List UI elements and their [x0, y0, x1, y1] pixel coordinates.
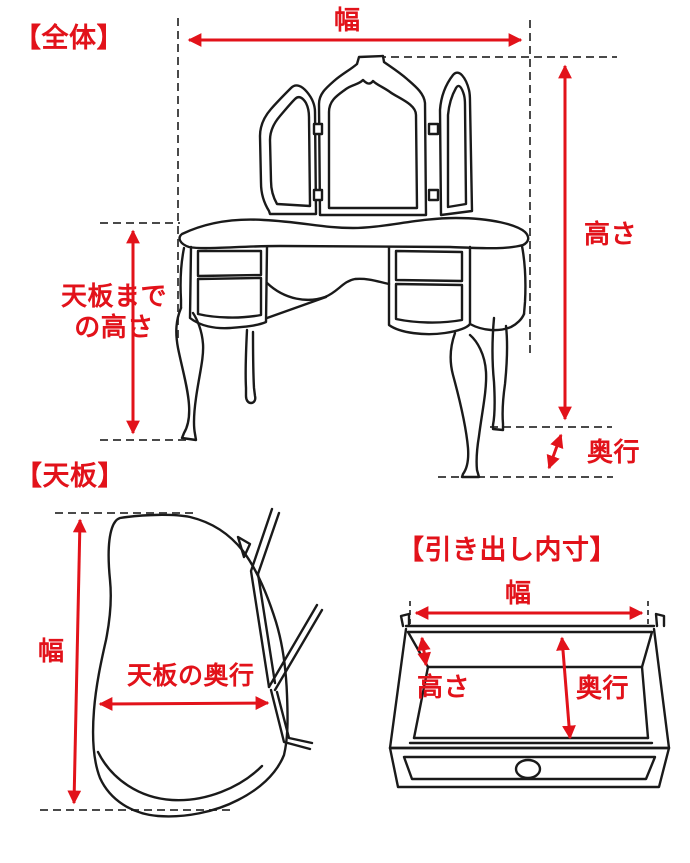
overall-width-label: 幅	[334, 5, 361, 35]
drawer-section-title: 【引き出し内寸】	[397, 535, 617, 565]
overall-tabletop-height-label-line2: の高さ	[74, 311, 154, 342]
folded-mirror-wing-lower	[267, 603, 324, 692]
overall-arrows	[126, 33, 572, 470]
overall-section-title: 【全体】	[14, 23, 124, 53]
kneehole-edge	[265, 295, 328, 320]
tabletop-arrows	[67, 518, 270, 805]
dresser-line-drawing	[175, 54, 530, 479]
drawer-diagram	[388, 601, 671, 789]
mirror-left-panel	[258, 84, 318, 216]
mirror-right-panel-inner	[446, 84, 468, 209]
right-drawer-bottom	[394, 282, 464, 324]
tabletop-section-title: 【天板】	[15, 461, 125, 491]
overall-diagram	[100, 18, 617, 479]
overall-height-label: 高さ	[584, 219, 638, 249]
tabletop-diagram	[40, 507, 324, 818]
left-drawer-bottom	[196, 276, 263, 319]
right-drawer-top	[394, 249, 464, 283]
drawer-arrows	[414, 606, 644, 740]
mirror-right-panel	[438, 71, 474, 217]
left-back-leg	[244, 328, 257, 405]
folded-mirror-wing-upper	[249, 507, 281, 689]
tabletop-depth-label: 天板の奥行	[127, 662, 255, 690]
drawer-height-label: 高さ	[417, 672, 471, 702]
desk-right-apron	[468, 312, 526, 332]
right-front-leg	[449, 331, 488, 479]
drawer-line-drawing	[388, 612, 671, 789]
tabletop-width-arrow	[67, 518, 87, 805]
overall-tabletop-height-label: 天板まで の高さ	[58, 281, 170, 342]
right-back-leg	[491, 316, 509, 432]
mirror-hinge-icon	[312, 188, 324, 202]
left-front-leg	[175, 306, 205, 442]
mirror-center-panel-inner	[327, 78, 419, 210]
drawer-height-arrow	[416, 636, 432, 667]
desk-body	[175, 216, 530, 479]
mirror-attach-wedge	[236, 535, 252, 559]
drawer-back-rim	[404, 624, 656, 634]
tabletop-depth-arrow	[98, 696, 270, 711]
mirror-left-panel-inner	[268, 95, 312, 208]
drawer-width-label: 幅	[505, 578, 532, 608]
drawer-front-face	[388, 746, 671, 789]
tabletop-edge-lip	[96, 750, 264, 802]
mirror-hinge-icon	[427, 188, 440, 202]
right-drawer-bank	[387, 245, 472, 336]
folded-mirror-wing-tail	[269, 688, 314, 751]
drawer-knob-icon	[514, 758, 542, 780]
desk-apron	[265, 277, 391, 302]
drawer-corner-tab-right	[654, 612, 666, 628]
mirror-hinge-icon	[427, 122, 440, 136]
desk-right-side-edge	[520, 244, 527, 316]
left-drawer-top	[196, 249, 263, 278]
overall-depth-label: 奥行	[587, 437, 641, 467]
mirror-hinge-icon	[312, 122, 324, 136]
overall-tabletop-height-label-line1: 天板まで	[60, 281, 167, 311]
mirror-trifold	[258, 54, 474, 217]
drawer-corner-tab-left	[399, 612, 411, 628]
overall-depth-arrow	[546, 433, 564, 470]
drawer-front-rim	[388, 736, 671, 750]
tabletop-outline	[91, 513, 289, 818]
tabletop-line-drawing	[91, 507, 324, 818]
drawer-depth-label: 奥行	[576, 673, 630, 703]
desk-left-side-edge	[179, 246, 186, 310]
tabletop-width-label: 幅	[38, 636, 65, 666]
mirror-center-panel	[317, 54, 428, 217]
drawer-depth-arrow	[556, 636, 576, 740]
desk-tabletop	[178, 216, 530, 250]
drawer-front-panel	[402, 755, 657, 781]
drawer-right-wall	[640, 627, 671, 750]
